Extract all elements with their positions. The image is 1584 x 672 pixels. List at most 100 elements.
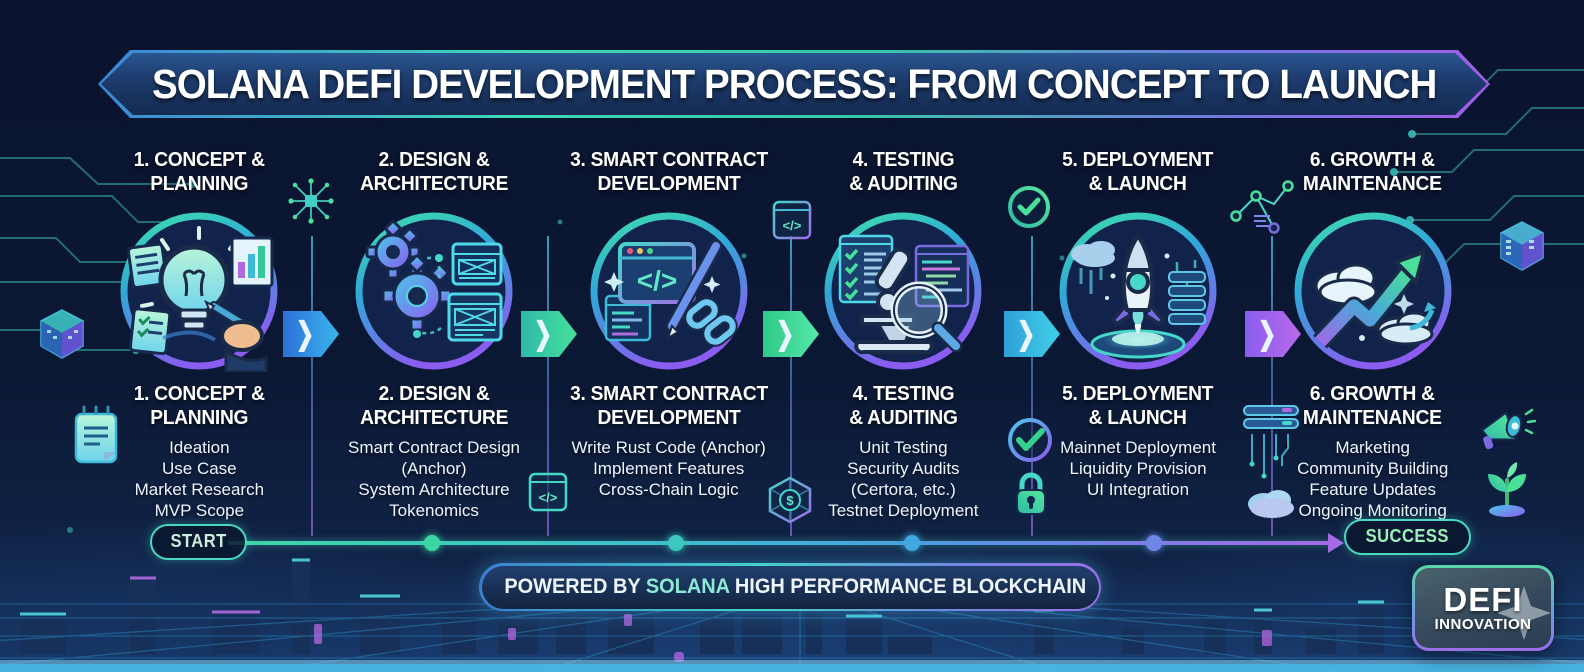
stage-6-title-top: 6. GROWTH & MAINTENANCE	[1300, 148, 1444, 200]
stage-4-illustration	[822, 210, 984, 372]
stage-5-items: Mainnet Deployment Liquidity Provision U…	[1060, 437, 1216, 500]
stage-title-line: 5. DEPLOYMENT	[1062, 383, 1214, 405]
stage-title-line: & AUDITING	[849, 173, 958, 195]
column-divider	[790, 236, 792, 536]
stage-title-line: 2. DESIGN &	[378, 149, 490, 171]
success-label: SUCCESS	[1365, 526, 1449, 546]
stage-4-items: Unit Testing Security Audits (Certora, e…	[828, 437, 978, 521]
stage-item: (Anchor)	[401, 459, 467, 478]
svg-text:</>: </>	[636, 265, 676, 296]
powered-by-inner: POWERED BY SOLANA HIGH PERFORMANCE BLOCK…	[481, 565, 1099, 609]
growth-arrow-icon	[1294, 212, 1452, 370]
stage-title-line: 4. TESTING	[852, 149, 955, 171]
stage-2-illustration	[353, 210, 515, 372]
start-label: START	[170, 531, 227, 551]
stage-item: System Architecture	[358, 480, 510, 499]
stage-item: Ideation	[169, 438, 230, 457]
title-banner: SOLANA DEFI DEVELOPMENT PROCESS: FROM CO…	[98, 50, 1490, 118]
stage-item: Marketing	[1335, 438, 1410, 457]
stage-title-line: 4. TESTING	[852, 383, 955, 405]
stage-4-title-top: 4. TESTING & AUDITING	[847, 148, 960, 200]
check-circle-icon	[1008, 186, 1050, 228]
stage-title-line: PLANNING	[150, 407, 249, 429]
timeline-track	[228, 541, 1332, 545]
lightbulb-idea-icon	[120, 212, 278, 372]
stage-title-line: PLANNING	[150, 173, 249, 195]
stage-item: MVP Scope	[154, 501, 245, 520]
stage-title-line: DEVELOPMENT	[597, 407, 741, 429]
stage-item: Implement Features	[593, 459, 745, 478]
stages-row: 1. CONCEPT & PLANNING	[82, 148, 1490, 521]
dollar-cube-icon: $	[768, 476, 812, 524]
timeline-dot	[668, 535, 684, 551]
gears-wireframe-icon	[355, 212, 513, 370]
stage-item: Community Building	[1297, 459, 1449, 478]
code-window-icon: </>	[528, 472, 568, 512]
stage-item: Liquidity Provision	[1069, 459, 1207, 478]
stage-1-illustration	[118, 210, 280, 372]
timeline-success-badge: SUCCESS	[1344, 519, 1471, 555]
stage-1-column: 1. CONCEPT & PLANNING	[82, 148, 317, 521]
stage-item: Cross-Chain Logic	[598, 480, 739, 499]
server-circuit-cloud-icon	[1243, 405, 1299, 518]
stage-title-line: & LAUNCH	[1089, 407, 1188, 429]
stage-title-line: MAINTENANCE	[1303, 407, 1443, 429]
stage-title-line: 3. SMART CONTRACT	[569, 149, 768, 171]
stage-2-column: 2. DESIGN & ARCHITECTURE	[317, 148, 552, 521]
network-chip-icon	[288, 178, 334, 224]
stage-6-column: 6. GROWTH & MAINTENANCE	[1255, 148, 1490, 521]
stage-5-column: 5. DEPLOYMENT & LAUNCH	[1021, 148, 1256, 521]
stage-5-illustration	[1057, 210, 1219, 372]
node-chart-icon	[1230, 180, 1294, 234]
stage-3-illustration: </>	[588, 210, 750, 372]
stage-item: Use Case	[162, 459, 237, 478]
column-divider	[1271, 236, 1273, 536]
sparkle-icon	[1497, 586, 1551, 640]
stage-1-title-bottom: 1. CONCEPT & PLANNING	[131, 382, 267, 434]
stage-6-illustration	[1292, 210, 1454, 372]
stage-2-title-bottom: 2. DESIGN & ARCHITECTURE	[357, 382, 511, 434]
stage-1-title-top: 1. CONCEPT & PLANNING	[131, 148, 267, 200]
defi-innovation-badge: DEFI INNOVATION	[1412, 565, 1554, 651]
stage-1-items: Ideation Use Case Market Research MVP Sc…	[135, 437, 264, 521]
rocket-launch-icon	[1059, 212, 1217, 370]
stage-title-line: MAINTENANCE	[1303, 173, 1443, 195]
notepad-icon	[74, 405, 118, 464]
stage-title-line: 1. CONCEPT &	[133, 383, 265, 405]
microscope-audit-icon	[824, 212, 982, 370]
blockchain-cube-icon	[1500, 221, 1544, 271]
column-divider	[547, 236, 549, 536]
stage-3-column: 3. SMART CONTRACT DEVELOPMENT	[551, 148, 786, 521]
stage-3-title-top: 3. SMART CONTRACT DEVELOPMENT	[566, 148, 772, 200]
stage-title-line: & LAUNCH	[1089, 173, 1188, 195]
stage-item: UI Integration	[1086, 480, 1190, 499]
timeline-start-badge: START	[150, 524, 248, 560]
stage-6-title-bottom: 6. GROWTH & MAINTENANCE	[1300, 382, 1444, 434]
stage-item: Security Audits	[847, 459, 960, 478]
powered-by-banner: POWERED BY SOLANA HIGH PERFORMANCE BLOCK…	[479, 563, 1101, 611]
column-divider	[1031, 236, 1033, 536]
svg-text:</>: </>	[783, 218, 802, 233]
stage-3-title-bottom: 3. SMART CONTRACT DEVELOPMENT	[566, 382, 772, 434]
stage-title-line: 3. SMART CONTRACT	[569, 383, 768, 405]
stage-5-title-top: 5. DEPLOYMENT & LAUNCH	[1059, 148, 1216, 200]
stage-4-column: 4. TESTING & AUDITING	[786, 148, 1021, 521]
stage-2-title-top: 2. DESIGN & ARCHITECTURE	[357, 148, 511, 200]
stage-item: Market Research	[134, 480, 265, 499]
megaphone-icon	[1480, 408, 1536, 450]
svg-text:$: $	[786, 493, 794, 508]
timeline-dot	[904, 535, 920, 551]
solana-brand-text: SOLANA	[646, 575, 730, 598]
timeline-dot	[1146, 535, 1162, 551]
stage-title-line: 2. DESIGN &	[378, 383, 490, 405]
stage-4-title-bottom: 4. TESTING & AUDITING	[847, 382, 960, 434]
svg-text:</>: </>	[539, 490, 558, 505]
stage-item: Mainnet Deployment	[1060, 438, 1216, 457]
powered-prefix: POWERED BY	[504, 575, 647, 598]
stage-title-line: ARCHITECTURE	[359, 407, 509, 429]
lock-icon	[1016, 472, 1046, 515]
badge-line1: DEFI	[1443, 580, 1523, 618]
flow-arrow-1: ❯	[283, 311, 339, 357]
